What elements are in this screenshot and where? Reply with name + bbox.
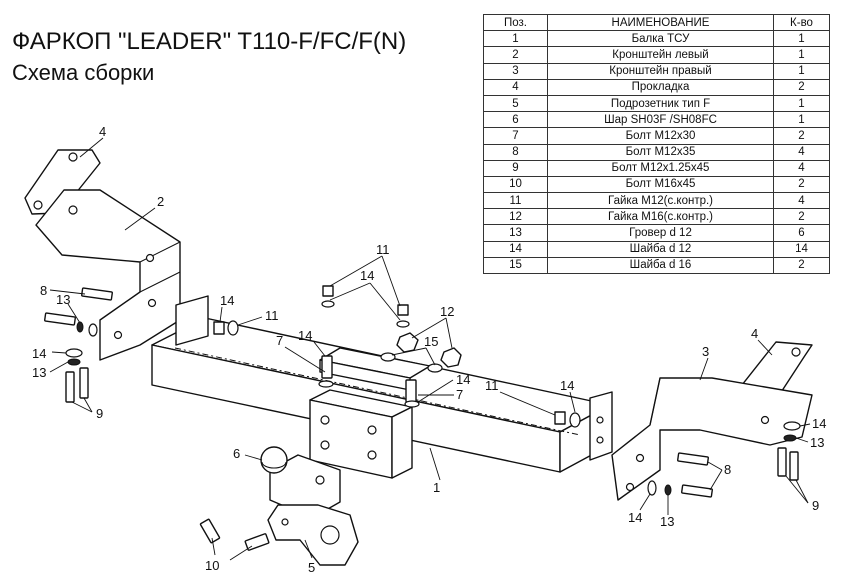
cell-name: Болт M12x1.25x45 [547, 159, 774, 177]
callout-7: 7 [276, 333, 283, 348]
callout-14: 14 [360, 268, 374, 283]
cell-name: Шайба d 12 [547, 240, 774, 258]
callout-13: 13 [810, 435, 824, 450]
callout-14: 14 [32, 346, 46, 361]
callout-13: 13 [660, 514, 674, 529]
right-bracket [611, 377, 813, 501]
socket-bracket [267, 504, 359, 566]
callout-13: 13 [32, 365, 46, 380]
callout-14: 14 [220, 293, 234, 308]
cell-name: Подрозетник тип F [547, 94, 774, 113]
callout-10: 10 [205, 558, 219, 573]
leader-lines [49, 137, 811, 561]
callout-2: 2 [157, 194, 164, 209]
left-bracket [35, 189, 181, 361]
callout-11: 11 [265, 308, 279, 323]
callout-8: 8 [40, 283, 47, 298]
callout-14: 14 [456, 372, 470, 387]
fasteners-right [199, 421, 801, 551]
cell-qty: 2 [773, 256, 830, 275]
callout-9: 9 [812, 498, 819, 513]
fasteners-left [44, 287, 113, 403]
callout-13: 13 [56, 292, 70, 307]
tow-ball [260, 446, 341, 519]
callout-15: 15 [424, 334, 438, 349]
callout-8: 8 [724, 462, 731, 477]
callout-11: 11 [485, 378, 499, 393]
callout-11: 11 [376, 242, 390, 257]
page-title: ФАРКОП "LEADER" T110-F/FC/F(N) [12, 28, 407, 55]
cell-pos: 13 [483, 224, 548, 242]
callout-9: 9 [96, 406, 103, 421]
cell-name: Гровер d 12 [547, 224, 774, 242]
callout-7: 7 [456, 387, 463, 402]
cell-name: Кронштейн левый [547, 46, 774, 64]
hitch-beam [151, 295, 613, 479]
cell-qty: 1 [773, 94, 830, 113]
spacer-plate-left [24, 149, 101, 215]
callout-14: 14 [560, 378, 574, 393]
cell-name: Шар SH03F /SH08FC [547, 111, 774, 129]
callout-5: 5 [308, 560, 315, 575]
page-subtitle: Схема сборки [12, 60, 155, 85]
header-pos: Поз. [483, 13, 548, 32]
callout-4: 4 [751, 326, 758, 341]
callout-14: 14 [298, 328, 312, 343]
callout-6: 6 [233, 446, 240, 461]
callout-4: 4 [99, 124, 106, 139]
callout-3: 3 [702, 344, 709, 359]
table-header-row: Поз. НАИМЕНОВАНИЕ К-во [483, 13, 830, 32]
callout-12: 12 [440, 304, 454, 319]
cell-qty: 14 [773, 240, 830, 258]
callout-14: 14 [628, 510, 642, 525]
callout-labels: 4 2 8 13 14 13 9 14 11 7 14 11 14 12 15 … [32, 124, 826, 575]
callout-14: 14 [812, 416, 826, 431]
callout-1: 1 [433, 480, 440, 495]
